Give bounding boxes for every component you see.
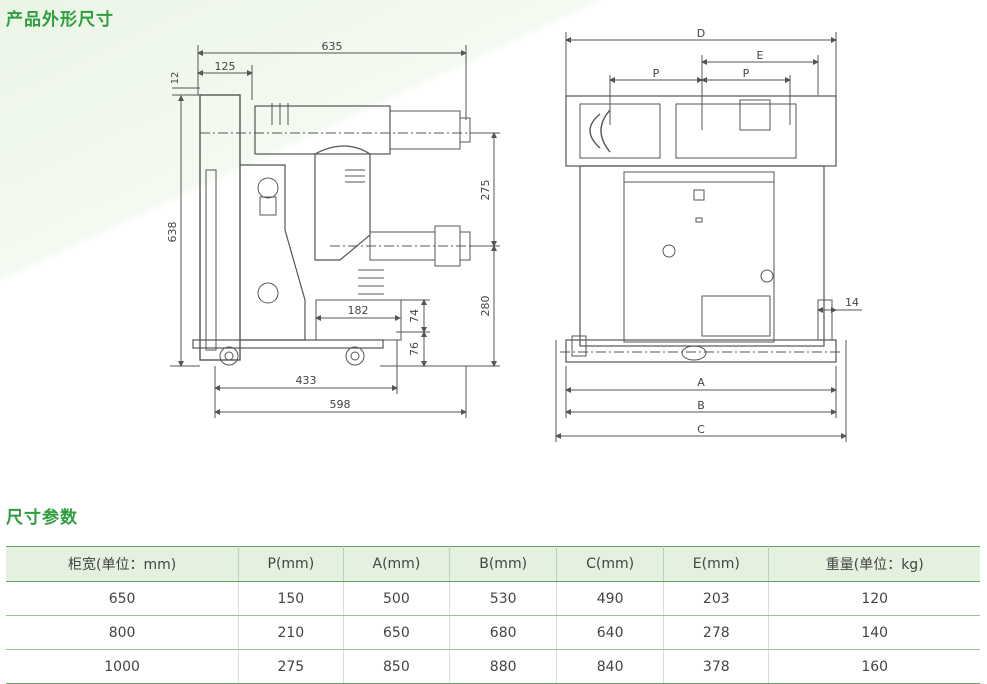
cell: 680	[449, 615, 558, 650]
section-title-dimensions: 产品外形尺寸	[6, 10, 114, 30]
cell: 278	[663, 615, 770, 650]
cell: 378	[663, 649, 770, 684]
cell: 275	[238, 649, 344, 684]
dim-D-label: D	[697, 27, 705, 40]
dimension-drawing: 635 125 12 638 275 280 182 74 76 433 598	[166, 27, 862, 442]
cell: 880	[449, 649, 558, 684]
header-weight: 重量(单位：kg)	[768, 546, 980, 582]
dim-P2-label: P	[743, 67, 750, 80]
cell: 203	[663, 581, 770, 616]
dim-B-label: B	[697, 399, 705, 412]
table-row: 800 210 650 680 640 278 140	[6, 615, 980, 650]
header-e: E(mm)	[663, 546, 770, 582]
cell: 150	[238, 581, 344, 616]
dim-E-label: E	[757, 49, 764, 62]
dim-433-label: 433	[296, 374, 317, 387]
dim-280-label: 280	[479, 296, 492, 317]
parameters-table: 柜宽(单位：mm) P(mm) A(mm) B(mm) C(mm) E(mm) …	[6, 546, 980, 684]
header-cabinet-width: 柜宽(单位：mm)	[6, 546, 240, 582]
side-view	[170, 45, 500, 418]
dim-182-label: 182	[348, 304, 369, 317]
cell: 500	[343, 581, 451, 616]
cell: 850	[343, 649, 451, 684]
dim-12-label: 12	[170, 72, 181, 85]
header-c: C(mm)	[556, 546, 665, 582]
cell: 120	[768, 581, 980, 616]
header-a: A(mm)	[343, 546, 451, 582]
cell: 840	[556, 649, 665, 684]
dim-P1-label: P	[653, 67, 660, 80]
dim-14-label: 14	[845, 296, 859, 309]
cell: 1000	[6, 649, 240, 684]
header-b: B(mm)	[449, 546, 558, 582]
table-row: 650 150 500 530 490 203 120	[6, 581, 980, 616]
cell: 210	[238, 615, 344, 650]
front-view	[555, 32, 862, 442]
section-title-parameters: 尺寸参数	[6, 508, 78, 528]
cell: 640	[556, 615, 665, 650]
dim-275-label: 275	[479, 180, 492, 201]
table-row: 1000 275 850 880 840 378 160	[6, 649, 980, 684]
cell: 530	[449, 581, 558, 616]
cell: 650	[6, 581, 240, 616]
cell: 650	[343, 615, 451, 650]
dim-C-label: C	[697, 423, 705, 436]
header-p: P(mm)	[238, 546, 344, 582]
dim-635-label: 635	[322, 40, 343, 53]
dim-74-label: 74	[408, 309, 421, 323]
dim-76-label: 76	[408, 342, 421, 356]
cell: 800	[6, 615, 240, 650]
dim-A-label: A	[697, 376, 705, 389]
dim-125-label: 125	[215, 60, 236, 73]
cell: 140	[768, 615, 980, 650]
cell: 490	[556, 581, 665, 616]
cell: 160	[768, 649, 980, 684]
table-header-row: 柜宽(单位：mm) P(mm) A(mm) B(mm) C(mm) E(mm) …	[6, 546, 980, 582]
dim-598-label: 598	[330, 398, 351, 411]
dim-638-label: 638	[166, 222, 179, 243]
